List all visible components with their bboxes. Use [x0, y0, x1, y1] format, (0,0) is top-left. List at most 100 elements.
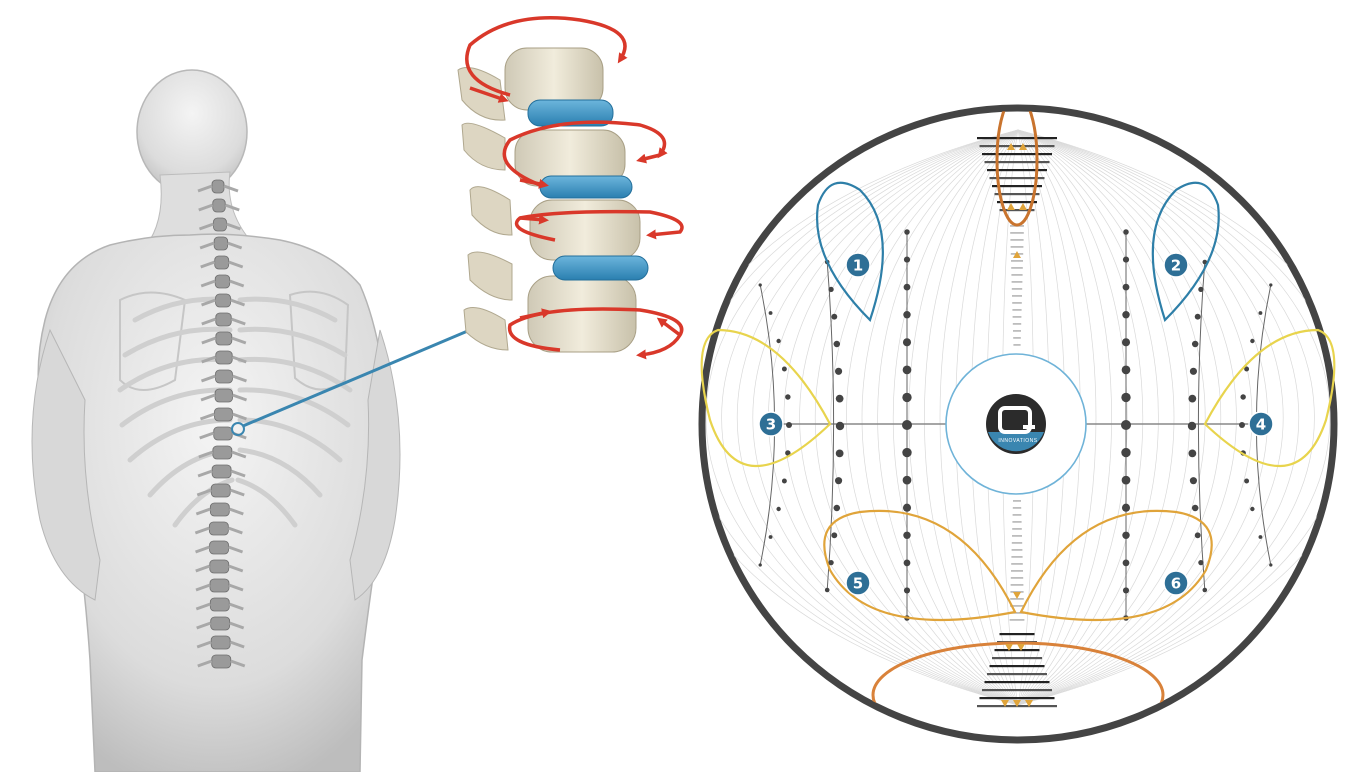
field-dot [1189, 477, 1197, 485]
spine-vertebra [213, 236, 229, 251]
field-dot [758, 283, 762, 287]
spine-target-marker [231, 422, 245, 436]
rotation-arrow-10 [656, 317, 682, 337]
field-line [1017, 129, 1144, 706]
transverse-process [195, 564, 244, 573]
zone-badge-label: 1 [853, 257, 863, 275]
bottom-loop [871, 641, 1165, 737]
field-dot [1244, 478, 1250, 484]
field-dot [1269, 563, 1273, 567]
field-line [877, 129, 1019, 706]
spine-vertebra [209, 502, 230, 517]
dash-bar [1011, 556, 1023, 558]
rotation-arrow-5 [519, 178, 549, 189]
transverse-process [201, 355, 247, 364]
right-scapula [288, 290, 350, 391]
dot-column-line [826, 261, 835, 591]
field-dot [1122, 311, 1130, 319]
dash-bar [984, 161, 1050, 164]
field-dot [758, 563, 762, 567]
field-dot [902, 420, 912, 430]
spine-vertebra [214, 255, 230, 270]
left-scapula [119, 291, 187, 391]
field-line [1017, 129, 1315, 706]
field-dot [785, 450, 791, 456]
dash-bar [1012, 514, 1022, 516]
field-dot [786, 422, 792, 428]
dash-bar [1011, 549, 1023, 551]
zone-badge-circle [1163, 570, 1189, 596]
zone-loop-1 [816, 181, 884, 323]
transverse-process [198, 203, 240, 212]
field-dot [903, 283, 911, 291]
field-line [752, 129, 1019, 706]
field-dot [1123, 229, 1129, 235]
logo-subtitle: INNOVATIONS [998, 438, 1037, 444]
field-dot [1121, 447, 1131, 458]
spine-vertebra [211, 179, 225, 194]
left-arm [31, 328, 101, 601]
dash-bar [1010, 577, 1024, 579]
vertebra-3 [529, 199, 641, 261]
rotation-arrow-9 [519, 308, 552, 320]
field-dot [1122, 587, 1130, 594]
field-dot [1188, 394, 1197, 403]
field-dot [903, 256, 911, 263]
dash-bar [1013, 337, 1021, 339]
spine-vertebra [214, 274, 231, 289]
spine-vertebra [215, 350, 233, 365]
spine-vertebra [209, 540, 229, 555]
dash-bar [1010, 591, 1024, 593]
transverse-process [201, 336, 247, 345]
dash-bar [1009, 619, 1025, 621]
zone-loops [700, 181, 1336, 622]
field-dot [902, 475, 912, 485]
spine-vertebra [209, 578, 230, 593]
pointer-line [242, 328, 471, 428]
transverse-process [197, 659, 246, 668]
transverse-process [196, 621, 245, 630]
dash-bar [979, 145, 1055, 148]
dash-bar [989, 665, 1045, 668]
zone-badge-label: 6 [1171, 575, 1181, 593]
field-line [939, 129, 1019, 706]
zone-loop-5 [823, 509, 1017, 622]
field-dot [835, 421, 845, 431]
field-dot [1239, 422, 1245, 428]
dash-bar [997, 201, 1037, 204]
rotation-arrow-8 [507, 307, 684, 360]
field-dot [785, 394, 791, 400]
field-line [1017, 129, 1128, 706]
field-dot [1121, 503, 1131, 512]
field-dot [904, 229, 910, 235]
field-dot [903, 311, 911, 319]
dash-bar [1010, 239, 1024, 241]
transverse-process [195, 545, 244, 554]
field-dot [902, 365, 912, 375]
zone-badge-label: 5 [853, 575, 863, 593]
field-line [924, 129, 1019, 706]
dash-bar [992, 657, 1042, 660]
field-dot [1188, 449, 1197, 458]
field-dot [1194, 532, 1201, 539]
dot-column-line [1197, 261, 1206, 591]
spine-vertebra [208, 521, 229, 536]
field-line [1017, 129, 1159, 706]
dash-bar [1012, 323, 1022, 325]
field-dot [1258, 311, 1263, 315]
transverse-process [198, 222, 241, 231]
top-loop [995, 111, 1039, 227]
field-dot [1240, 394, 1246, 400]
transverse-process [194, 526, 243, 535]
zone-badge-5: 5 [845, 570, 871, 596]
field-dot [1122, 256, 1130, 263]
field-line [892, 129, 1019, 706]
zone-badge-6: 6 [1163, 570, 1189, 596]
dash-bar [1013, 344, 1021, 346]
field-dot [835, 367, 843, 375]
field-dot [776, 506, 781, 512]
field-dot [833, 504, 841, 512]
transverse-process [197, 469, 246, 478]
field-line [861, 129, 1019, 706]
